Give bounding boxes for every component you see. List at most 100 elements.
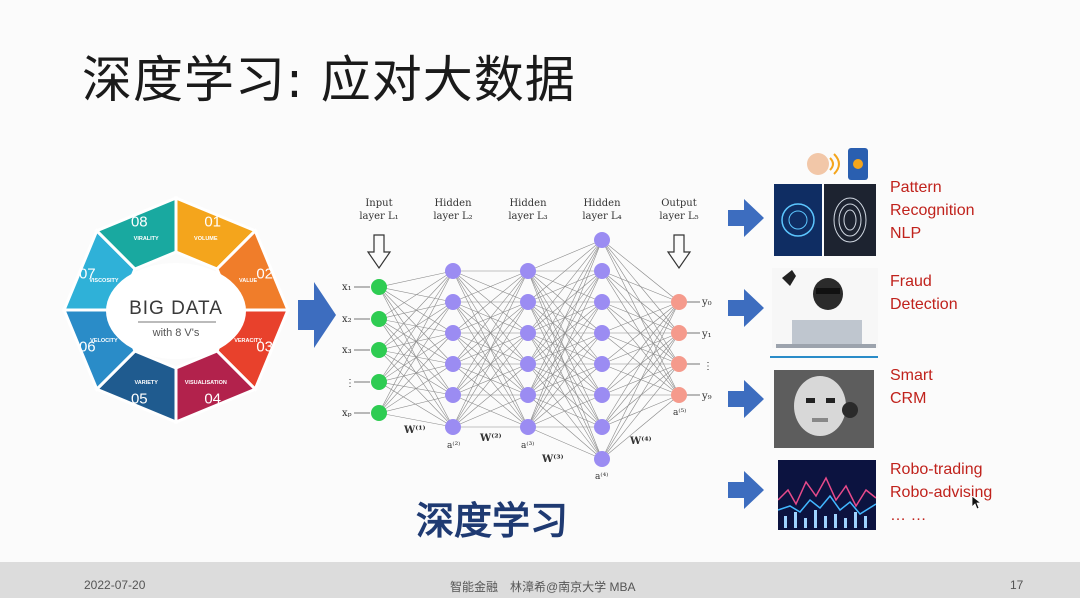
nn-node-layer-1 (371, 374, 387, 390)
layer-1-label-line2: layer L₁ (359, 211, 398, 222)
nn-node-layer-4 (594, 451, 610, 467)
output-label-y1: y₁ (701, 329, 712, 340)
nn-edge (602, 240, 679, 302)
big-data-subtitle: with 8 V's (152, 327, 200, 339)
nn-node-layer-2 (445, 356, 461, 372)
nn-node-layer-2 (445, 325, 461, 341)
input-label-x2: x₂ (342, 314, 352, 325)
nn-edge (602, 395, 679, 427)
nn-edge (528, 240, 602, 395)
app-arrow-1-icon (728, 199, 764, 237)
input-label-x1: x₁ (342, 282, 352, 293)
activation-label-5: a⁽⁵⁾ (673, 407, 686, 418)
nn-edge (379, 287, 453, 302)
bigdata-number-04: 04 (204, 391, 221, 408)
nn-edge (528, 364, 602, 459)
input-label-x3: x₃ (342, 345, 352, 356)
nn-node-layer-4 (594, 263, 610, 279)
nn-edge (602, 395, 679, 459)
robo-trading-chart-image (778, 460, 876, 530)
nn-edge (528, 333, 602, 459)
app-label-line: Recognition (890, 199, 975, 222)
layer-3-label-line2: layer L₃ (508, 211, 547, 222)
fraud-detection-image (772, 268, 878, 348)
activation-label-2: a⁽²⁾ (447, 440, 460, 451)
app-arrow-3-icon (728, 380, 764, 418)
app-label-line: Robo-trading (890, 458, 992, 481)
nn-edge (379, 271, 453, 413)
nn-node-layer-3 (520, 387, 536, 403)
nn-node-layer-2 (445, 419, 461, 435)
nn-node-layer-1 (371, 279, 387, 295)
nn-node-layer-3 (520, 325, 536, 341)
nn-node-layer-1 (371, 311, 387, 327)
nn-node-layer-5 (671, 294, 687, 310)
layer-5-label-line2: layer L₅ (659, 211, 698, 222)
app-label-line: Fraud (890, 270, 958, 293)
layer-4-label-line2: layer L₄ (582, 211, 621, 222)
nn-node-layer-1 (371, 405, 387, 421)
nn-node-layer-3 (520, 356, 536, 372)
nn-edge (379, 271, 453, 382)
nn-node-layer-4 (594, 419, 610, 435)
bigdata-label-04: VISUALISATION (185, 380, 227, 386)
layer-5-label-line1: Output (661, 198, 697, 209)
app-label-line: Pattern (890, 176, 975, 199)
bigdata-number-05: 05 (131, 391, 148, 408)
bigdata-label-07: VISCOSITY (89, 278, 119, 284)
activation-label-4: a⁽⁴⁾ (595, 471, 608, 482)
nn-edge (379, 271, 453, 319)
nn-node-layer-2 (445, 387, 461, 403)
app-arrow-2-icon (728, 289, 764, 327)
nn-node-layer-4 (594, 232, 610, 248)
input-label-xp: xₚ (342, 408, 352, 419)
weight-label-1: W⁽¹⁾ (403, 425, 426, 436)
bigdata-number-02: 02 (256, 265, 273, 282)
app-label-line: Smart (890, 364, 933, 387)
app-label-line: NLP (890, 222, 975, 245)
nn-node-layer-4 (594, 356, 610, 372)
output-label-dots: ⋮ (703, 361, 713, 372)
output-label-y9: y₉ (701, 391, 712, 402)
app-label-fraud: Fraud Detection (890, 270, 958, 316)
layer-2-label-line2: layer L₂ (433, 211, 472, 222)
app-label-line: Detection (890, 293, 958, 316)
nn-node-layer-5 (671, 387, 687, 403)
app-label-robo: Robo-trading Robo-advising … … (890, 458, 992, 527)
nn-node-layer-3 (520, 294, 536, 310)
bigdata-label-03: VERACITY (234, 338, 262, 344)
nn-edge (602, 271, 679, 302)
layer-4-label-line1: Hidden (583, 198, 621, 209)
smart-crm-robot-image (774, 370, 874, 448)
divider-line (770, 356, 878, 358)
big-data-title: BIG DATA (129, 298, 223, 319)
activation-label-3: a⁽³⁾ (521, 440, 534, 451)
input-label-dots: ⋮ (345, 378, 355, 389)
footer-course: 智能金融 林漳希@南京大学 MBA (450, 578, 636, 595)
bigdata-label-02: VALUE (239, 278, 258, 284)
deep-learning-caption: 深度学习 (416, 490, 568, 545)
nn-node-layer-5 (671, 356, 687, 372)
output-down-arrow-icon (668, 235, 690, 268)
nn-edge (528, 240, 602, 271)
nn-node-layer-5 (671, 325, 687, 341)
nn-node-layer-4 (594, 325, 610, 341)
nn-node-layer-4 (594, 387, 610, 403)
bigdata-label-06: VELOCITY (90, 338, 118, 344)
nn-edge (379, 271, 453, 287)
nn-node-layer-3 (520, 419, 536, 435)
layer-3-label-line1: Hidden (509, 198, 547, 209)
nn-edge (528, 240, 602, 333)
slide-title: 深度学习: 应对大数据 (82, 40, 576, 112)
nn-edge (528, 240, 602, 427)
bigdata-number-01: 01 (204, 213, 221, 230)
footer-page-number: 17 (1010, 578, 1023, 592)
app-label-pattern: Pattern Recognition NLP (890, 176, 975, 245)
bigdata-number-08: 08 (131, 213, 148, 230)
weight-label-3: W⁽³⁾ (541, 454, 564, 465)
mouse-cursor-icon (972, 496, 982, 510)
nn-edge (528, 427, 602, 459)
neural-network-diagram: Input layer L₁ Hidden layer L₂ Hidden la… (330, 190, 730, 490)
app-label-crm: Smart CRM (890, 364, 933, 410)
